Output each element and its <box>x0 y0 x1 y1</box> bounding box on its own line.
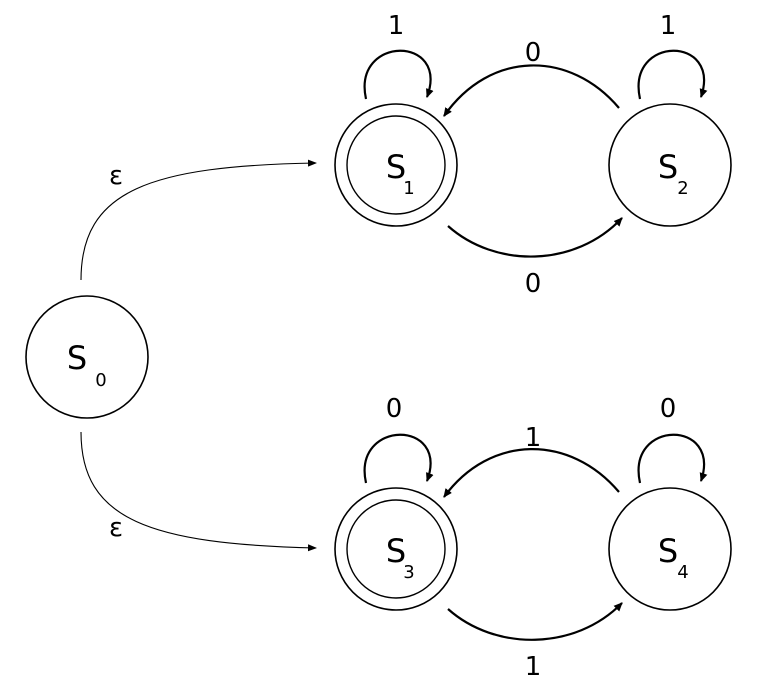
state-circle <box>608 103 732 227</box>
transition-s0-s1: ε <box>80 159 317 281</box>
state-circle <box>334 103 458 227</box>
transition-s4-s3: 1 <box>443 423 620 498</box>
state-subscript: 4 <box>677 562 688 583</box>
edge-s0-s3 <box>80 431 317 552</box>
edge-label-s1-self: 1 <box>388 11 405 41</box>
transition-s3-self: 0 <box>363 394 434 484</box>
edge-label-s2-self: 1 <box>660 11 677 41</box>
edge-label-s0-s1: ε <box>109 161 123 191</box>
state-name: S <box>386 148 406 186</box>
state-subscript: 1 <box>403 178 414 199</box>
transition-s3-s4: 1 <box>447 602 623 682</box>
loop-s1 <box>363 49 434 100</box>
state-subscript: 2 <box>677 178 688 199</box>
state-subscript: 0 <box>95 370 106 391</box>
state-s0: S 0 <box>25 295 149 419</box>
state-s4: S 4 <box>608 487 732 611</box>
edge-s1-s2 <box>447 217 623 258</box>
edge-label-s0-s3: ε <box>109 513 123 543</box>
edge-s4-s3 <box>443 448 620 498</box>
transition-s2-self: 1 <box>637 11 708 100</box>
state-name: S <box>386 532 406 570</box>
state-name: S <box>658 148 678 186</box>
transition-s0-s3: ε <box>80 431 317 552</box>
edge-s2-s1 <box>443 64 620 117</box>
state-name: S <box>658 532 678 570</box>
edge-label-s4-self: 0 <box>660 394 677 424</box>
state-s3: S 3 <box>334 487 458 611</box>
state-s2: S 2 <box>608 103 732 227</box>
edge-label-s1-s2: 0 <box>525 269 542 299</box>
transition-s1-s2: 0 <box>447 217 623 299</box>
loop-s2 <box>637 49 708 100</box>
loop-s4 <box>637 433 708 484</box>
accepting-ring <box>346 499 446 599</box>
state-circle <box>334 487 458 611</box>
edge-label-s3-s4: 1 <box>525 652 542 682</box>
edge-label-s4-s3: 1 <box>525 423 542 453</box>
state-name: S <box>67 339 87 377</box>
edge-s0-s1 <box>80 159 317 281</box>
state-circle <box>608 487 732 611</box>
loop-s3 <box>363 433 434 484</box>
state-subscript: 3 <box>403 562 414 583</box>
edge-label-s2-s1: 0 <box>525 38 542 68</box>
transition-s1-self: 1 <box>363 11 434 100</box>
edge-s3-s4 <box>447 602 623 641</box>
transition-s2-s1: 0 <box>443 38 620 117</box>
accepting-ring <box>346 115 446 215</box>
state-circle <box>25 295 149 419</box>
edge-label-s3-self: 0 <box>386 394 403 424</box>
state-s1: S 1 <box>334 103 458 227</box>
transition-s4-self: 0 <box>637 394 708 484</box>
